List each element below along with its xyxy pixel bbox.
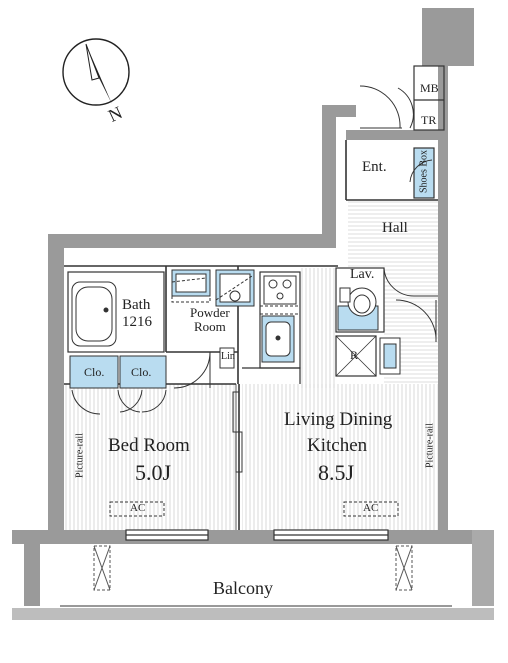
stove	[263, 275, 297, 305]
label-closet-1: Clo.	[84, 365, 105, 379]
bathtub	[71, 281, 117, 347]
compass	[62, 38, 130, 106]
room-label-ldk-line2: Kitchen	[307, 435, 368, 456]
room-size-ldk: 8.5J	[318, 460, 355, 485]
label-ac-bedroom: AC	[130, 502, 146, 514]
closets	[69, 355, 167, 389]
label-picture-rail-right: Picture-rail	[424, 423, 436, 468]
room-label-bedroom: Bed Room	[108, 435, 190, 456]
room-floors	[64, 200, 438, 530]
room-label-entrance: Ent.	[362, 159, 387, 175]
lav-fixtures	[337, 287, 401, 375]
balcony-floor	[40, 544, 472, 606]
label-tr: TR	[421, 113, 437, 127]
room-size-bedroom: 5.0J	[135, 460, 172, 485]
room-label-lavatory: Lav.	[350, 267, 375, 282]
room-label-powder-line1: Powder	[190, 305, 230, 320]
label-linen: Lin	[221, 351, 235, 362]
kitchen-sink	[261, 315, 295, 363]
room-label-powder-line2: Room	[194, 319, 226, 334]
powder-fixtures	[171, 269, 255, 369]
balcony-units	[93, 545, 413, 591]
windows	[125, 529, 389, 541]
ac-units	[109, 501, 399, 517]
room-label-hall: Hall	[382, 220, 408, 236]
label-ac-ldk: AC	[363, 502, 379, 514]
dashed-details	[171, 275, 301, 315]
label-shoes-box: Shoes Box	[418, 149, 430, 194]
door-swings	[71, 85, 438, 415]
label-closet-2: Clo.	[131, 365, 152, 379]
label-mb: MB	[420, 81, 439, 95]
room-label-bath: Bath	[122, 297, 151, 313]
room-label-bath-code: 1216	[122, 314, 152, 330]
label-refrigerator: R	[350, 348, 359, 362]
room-label-balcony: Balcony	[213, 578, 273, 598]
sliding-door	[232, 391, 243, 473]
room-label-ldk-line1: Living Dining	[284, 409, 393, 430]
label-picture-rail-left: Picture-rail	[74, 433, 86, 478]
